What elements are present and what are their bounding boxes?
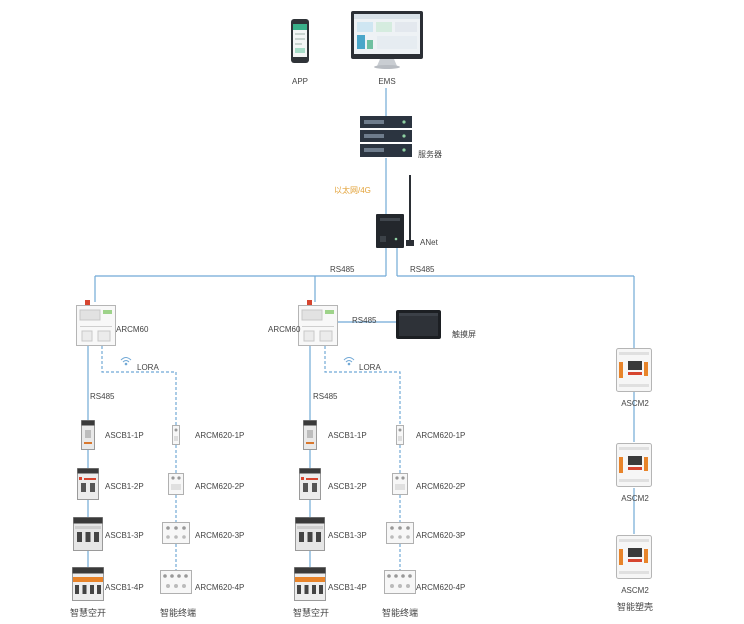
terminal-3p-device-left xyxy=(162,522,190,544)
breaker-1p-device-left xyxy=(81,420,95,450)
terminals-caption-middle: 智能终端 xyxy=(382,607,418,618)
breaker-label: ASCB1-2P xyxy=(105,482,144,491)
ascm2-device xyxy=(616,442,652,488)
breaker-4p-device-middle xyxy=(294,567,326,601)
arcm60-device-middle xyxy=(298,300,338,346)
gateway-icon xyxy=(376,214,404,248)
breaker-2p-device-middle xyxy=(299,468,321,500)
gateway-label: ANet xyxy=(420,238,439,247)
app-label: APP xyxy=(292,77,308,86)
breaker-3p-device-middle xyxy=(295,517,325,551)
touchscreen-link-label: RS485 xyxy=(352,316,377,325)
terminal-label: ARCM620-2P xyxy=(195,482,244,491)
breaker-label: ASCB1-3P xyxy=(105,531,144,540)
terminal-label: ARCM620-4P xyxy=(416,583,465,592)
ascm2-label: ASCM2 xyxy=(621,399,649,408)
ems-label: EMS xyxy=(378,77,395,86)
ascm2-device xyxy=(616,348,652,392)
breaker-4p-device-left xyxy=(72,567,104,601)
breaker-3p-device-left xyxy=(73,517,103,551)
breaker-label: ASCB1-1P xyxy=(105,431,144,440)
terminal-label: ARCM620-3P xyxy=(195,531,244,540)
touchscreen-device xyxy=(396,310,441,339)
arcm60-label-middle: ARCM60 xyxy=(268,325,301,334)
terminal-4p-device-middle xyxy=(384,570,416,594)
monitor-icon xyxy=(351,11,423,69)
uplink-label: 以太网/4G xyxy=(334,185,371,195)
server-label: 服务器 xyxy=(418,149,442,159)
arcm60-device-left xyxy=(76,300,116,346)
rs485-label-left: RS485 xyxy=(90,392,115,401)
lora-label-left: LORA xyxy=(137,363,159,372)
terminal-label: ARCM620-1P xyxy=(195,431,244,440)
terminal-label: ARCM620-2P xyxy=(416,482,465,491)
terminal-2p-device-left xyxy=(168,473,184,495)
breaker-label: ASCB1-2P xyxy=(328,482,367,491)
terminal-1p-device-left xyxy=(172,425,180,445)
terminal-label: ARCM620-1P xyxy=(416,431,465,440)
mccb-caption: 智能塑壳 xyxy=(617,601,653,612)
breaker-1p-device-middle xyxy=(303,420,317,450)
breaker-label: ASCB1-4P xyxy=(328,583,367,592)
ascm2-label: ASCM2 xyxy=(621,586,649,595)
terminal-1p-device-middle xyxy=(396,425,404,445)
rs485-label-middle: RS485 xyxy=(313,392,338,401)
touchscreen-label: 触摸屏 xyxy=(452,329,476,339)
breakers-caption-middle: 智慧空开 xyxy=(293,607,329,618)
breaker-label: ASCB1-4P xyxy=(105,583,144,592)
wifi-icon xyxy=(120,357,132,366)
bus-right-label: RS485 xyxy=(410,265,435,274)
terminal-label: ARCM620-3P xyxy=(416,531,465,540)
lora-links xyxy=(101,346,401,570)
antenna-icon xyxy=(406,175,414,246)
terminal-4p-device-left xyxy=(160,570,192,594)
terminals-caption-left: 智能终端 xyxy=(160,607,196,618)
breaker-2p-device-left xyxy=(77,468,99,500)
breaker-label: ASCB1-1P xyxy=(328,431,367,440)
ascm2-device xyxy=(616,534,652,580)
phone-icon xyxy=(291,19,309,63)
ascm2-label: ASCM2 xyxy=(621,494,649,503)
terminal-2p-device-middle xyxy=(392,473,408,495)
bus-left-label: RS485 xyxy=(330,265,355,274)
server-icon xyxy=(360,116,412,157)
lora-label-middle: LORA xyxy=(359,363,381,372)
terminal-label: ARCM620-4P xyxy=(195,583,244,592)
breaker-label: ASCB1-3P xyxy=(328,531,367,540)
backbone-links xyxy=(87,88,635,567)
terminal-3p-device-middle xyxy=(386,522,414,544)
arcm60-label-left: ARCM60 xyxy=(116,325,149,334)
wifi-icon xyxy=(343,357,355,366)
breakers-caption-left: 智慧空开 xyxy=(70,607,106,618)
